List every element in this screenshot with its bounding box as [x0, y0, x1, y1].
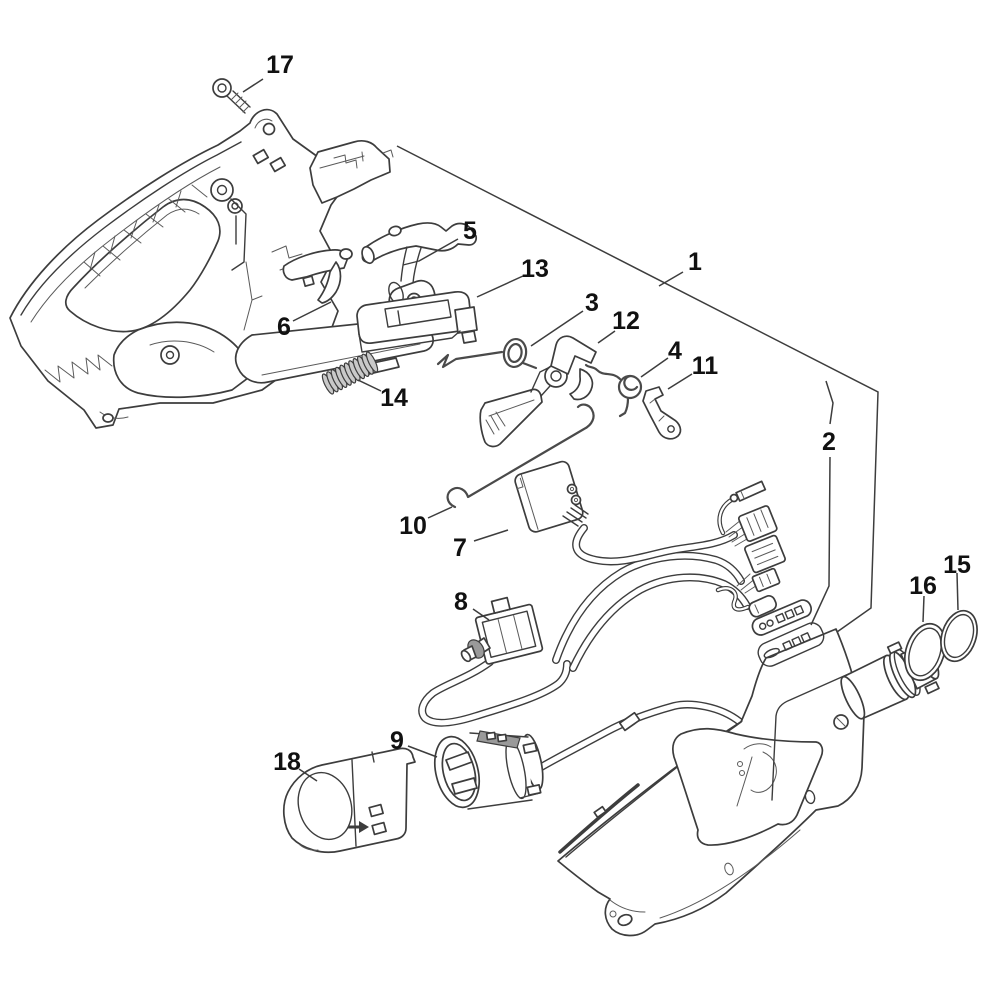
- leader-line-8: [472, 608, 490, 621]
- screw-boss: [210, 178, 234, 202]
- screw-hole: [262, 122, 276, 136]
- leader-line-13: [476, 275, 524, 298]
- connector-oblong: [748, 594, 777, 618]
- part-number-1: 1: [688, 248, 702, 276]
- part-number-11: 11: [692, 352, 719, 380]
- leader-line-17: [242, 78, 264, 93]
- leader-line-4: [640, 357, 669, 378]
- connector-plug: [737, 505, 778, 542]
- leader-line-9: [407, 745, 438, 758]
- part-number-7: 7: [453, 534, 467, 562]
- part-number-13: 13: [521, 255, 549, 283]
- wiring-harness-7: [418, 460, 786, 774]
- spade-terminal: [735, 480, 767, 502]
- leader-line-16: [922, 595, 925, 623]
- compression-spring-14: [321, 351, 379, 395]
- part-number-18: 18: [273, 748, 301, 776]
- leader-line-1: [658, 271, 684, 287]
- leader-line-1: [396, 145, 879, 633]
- part-number-3: 3: [585, 289, 599, 317]
- leader-line-2: [825, 380, 834, 425]
- link-rod-10: [446, 403, 595, 509]
- leader-line-10: [427, 506, 453, 519]
- lockout-lever-6: [282, 248, 353, 304]
- screw-17: [212, 78, 251, 114]
- cover-18: [282, 747, 416, 854]
- spring-wire-3: [436, 337, 538, 370]
- part-number-6: 6: [277, 313, 291, 341]
- grip-opening: [671, 727, 824, 846]
- part-number-2: 2: [822, 428, 836, 456]
- part-number-14: 14: [380, 384, 408, 412]
- leader-line-12: [597, 330, 616, 344]
- keypad-plate: [751, 599, 813, 636]
- part-number-5: 5: [463, 217, 477, 245]
- part-number-8: 8: [454, 588, 468, 616]
- leader-line-18: [298, 768, 318, 782]
- detent-lever-11: [642, 386, 682, 440]
- leader-line-15: [956, 572, 959, 611]
- leader-line-7: [473, 529, 509, 542]
- switch-8: [460, 596, 544, 665]
- part-number-16: 16: [909, 572, 937, 600]
- part-number-10: 10: [399, 512, 427, 540]
- leader-line-14: [357, 379, 382, 392]
- part-number-4: 4: [668, 337, 682, 365]
- o-ring-15: [940, 609, 978, 663]
- sleeve-9: [433, 730, 544, 810]
- torsion-spring-4: [584, 363, 643, 418]
- connector-plug-small: [751, 567, 781, 593]
- control-module: [514, 460, 589, 533]
- screw-head: [212, 78, 232, 98]
- part-number-17: 17: [266, 51, 294, 79]
- right-arrow-icon: [348, 821, 369, 833]
- trigger-assembly-12: [479, 335, 597, 448]
- part-number-15: 15: [943, 551, 971, 579]
- screw-boss: [160, 345, 180, 365]
- connector-plug: [744, 534, 786, 574]
- control-panel: [757, 622, 825, 667]
- o-ring-16: [903, 622, 947, 682]
- part-number-12: 12: [612, 307, 640, 335]
- leader-line-11: [667, 373, 693, 390]
- part-number-9: 9: [390, 727, 404, 755]
- leader-line-6: [292, 301, 332, 322]
- leader-line-2: [810, 456, 831, 626]
- housing-wing: [309, 139, 391, 204]
- leader-line-3: [530, 310, 584, 347]
- handle-housing-assembly: [557, 622, 865, 937]
- leader-line-5: [418, 238, 459, 262]
